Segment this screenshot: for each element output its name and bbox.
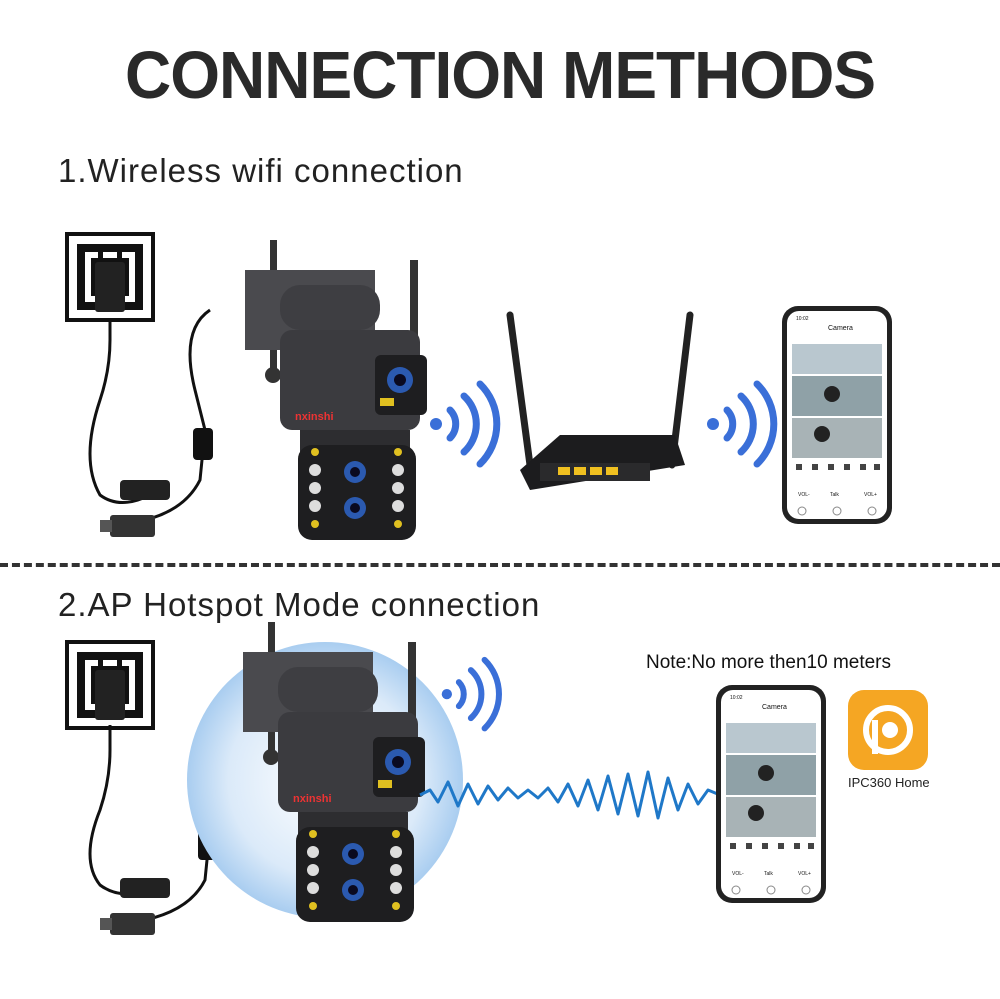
phone-vol-minus: VOL- [798,492,810,498]
wall-socket-icon [65,232,155,322]
phone-time: 10:02 [796,316,809,322]
signal-wave [419,770,721,820]
distance-note: Note:No more then10 meters [646,652,892,673]
smartphone: 10:02 Camera VOL- Talk VOL+ [716,685,826,903]
phone-screen-title: Camera [828,325,853,332]
phone-talk: Talk [764,871,773,877]
camera-brand-text: nxinshi [293,793,332,805]
ptz-camera: nxinshi [245,240,427,540]
wall-socket-icon [65,640,155,730]
wifi-signal-icon [441,656,502,732]
phone-vol-plus: VOL+ [798,871,811,877]
phone-time: 10:02 [730,695,743,701]
power-cable [88,308,213,537]
smartphone: 10:02 Camera VOL- Talk VOL+ [782,306,892,524]
wifi-signal-icon [430,380,501,468]
section-divider [0,563,1000,567]
section-title-ap: 2.AP Hotspot Mode connection [58,586,541,623]
phone-vol-minus: VOL- [732,871,744,877]
phone-vol-plus: VOL+ [864,492,877,498]
ipc360-app-icon [848,690,928,770]
phone-screen-title: Camera [762,704,787,711]
camera-brand-text: nxinshi [295,411,334,423]
ptz-camera: nxinshi [243,622,425,922]
page-title: CONNECTION METHODS [125,37,876,113]
wifi-router [506,311,694,490]
section-title-wifi: 1.Wireless wifi connection [58,152,464,189]
wifi-signal-icon [707,380,778,468]
phone-talk: Talk [830,492,839,498]
app-name-label: IPC360 Home [848,775,930,790]
